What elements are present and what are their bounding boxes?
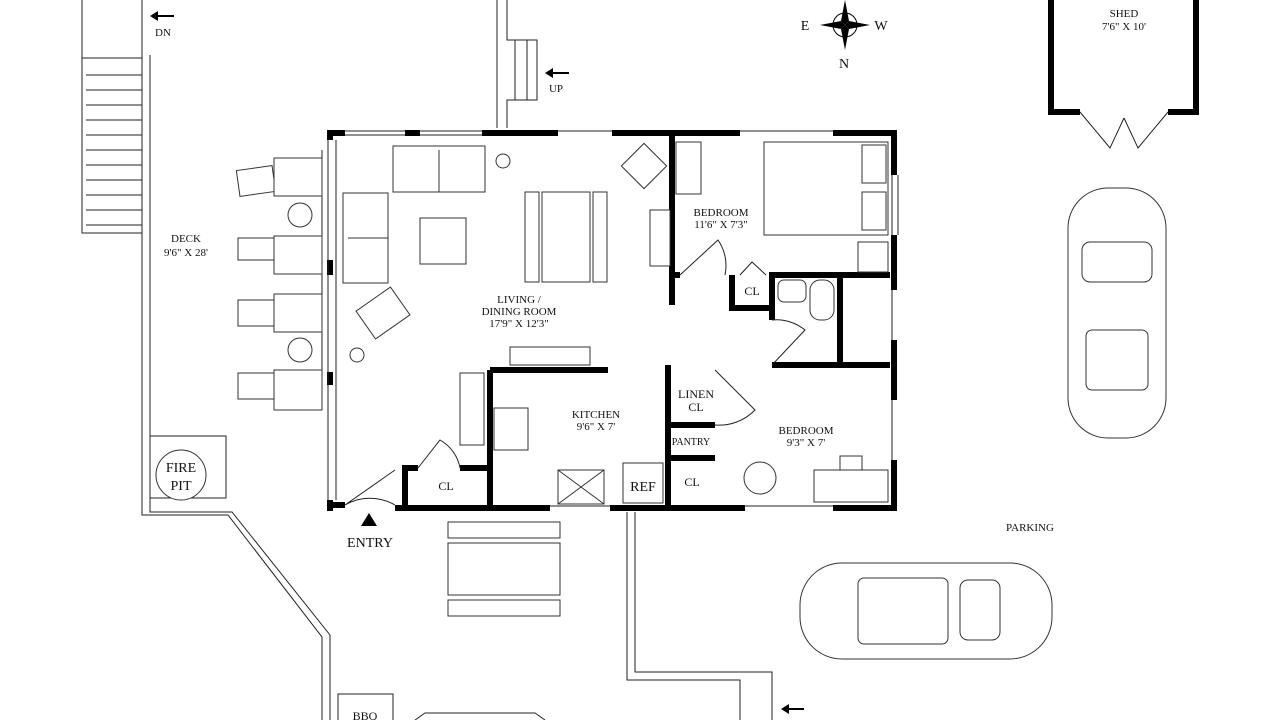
- bedroom1-size: 11'6" X 7'3": [694, 219, 747, 231]
- kitchen-name: KITCHEN: [572, 409, 620, 421]
- living-name-2: DINING ROOM: [482, 306, 557, 318]
- linen-closet-label-2: CL: [688, 400, 703, 414]
- walkway: [626, 512, 773, 720]
- shed: [1048, 0, 1199, 149]
- arrow-left-icon: [150, 11, 174, 21]
- shed-name: SHED: [1110, 8, 1139, 20]
- table-outline: [414, 712, 546, 720]
- deck-outline: [141, 55, 331, 720]
- entry-label: ENTRY: [347, 536, 393, 551]
- compass-icon: [820, 0, 870, 50]
- pantry-label: PANTRY: [672, 437, 711, 448]
- stairs-down-label: DN: [155, 27, 171, 39]
- bbq: [337, 693, 394, 720]
- living-size: 17'9" X 12'3": [489, 318, 548, 330]
- arrow-left-icon: [545, 68, 569, 78]
- bedroom2-closet-label: CL: [684, 475, 699, 489]
- compass-north: N: [839, 57, 849, 72]
- shed-size: 7'6" X 10': [1102, 21, 1146, 33]
- car-vertical: [1067, 187, 1167, 439]
- kitchen-size: 9'6" X 7': [577, 421, 615, 433]
- parking-label: PARKING: [1006, 522, 1054, 534]
- bedroom2-size: 9'3" X 7': [787, 437, 825, 449]
- compass-west: W: [874, 19, 888, 34]
- deck-name: DECK: [171, 233, 201, 245]
- compass-east: E: [801, 19, 810, 34]
- fire-pit-label-2: PIT: [171, 479, 192, 494]
- bbq-label: BBQ: [353, 709, 378, 720]
- arrow-left-icon: [781, 704, 804, 714]
- bedroom2-name: BEDROOM: [778, 425, 833, 437]
- doors: [417, 239, 806, 469]
- entry-arrow-icon: [361, 513, 377, 526]
- bedroom1-name: BEDROOM: [693, 207, 748, 219]
- stairs-up-label: UP: [549, 83, 563, 95]
- ref-label: REF: [630, 480, 656, 495]
- living-furniture: [342, 141, 889, 505]
- car-horizontal: [799, 562, 1053, 660]
- linen-closet-label-1: LINEN: [678, 387, 714, 401]
- exterior-walls: [327, 130, 897, 511]
- bedroom1-closet-label: CL: [744, 284, 759, 298]
- deck-chairs: [235, 157, 323, 411]
- windows: [327, 130, 899, 507]
- upper-stairs: [496, 0, 538, 128]
- fire-pit-label-1: FIRE: [166, 461, 196, 476]
- entry-closet-label: CL: [438, 479, 453, 493]
- living-name-1: LIVING /: [497, 294, 542, 306]
- deck-size: 9'6" X 28': [164, 247, 208, 259]
- deck-stairs: [81, 0, 143, 234]
- fire-pit: [155, 449, 207, 501]
- front-steps: [447, 521, 561, 617]
- interior-walls: [402, 133, 890, 508]
